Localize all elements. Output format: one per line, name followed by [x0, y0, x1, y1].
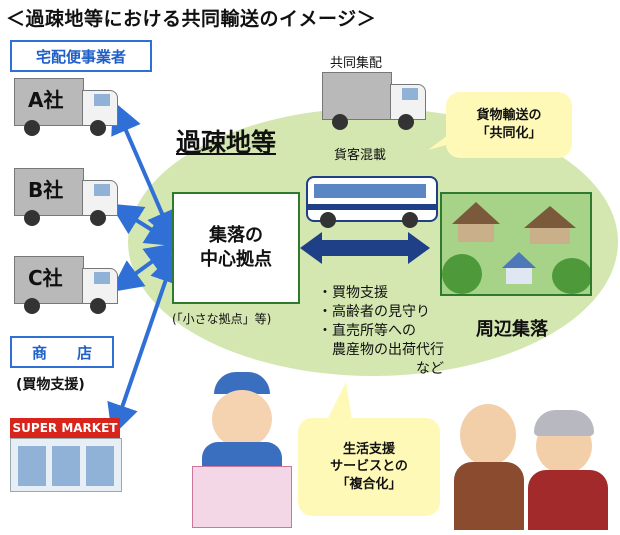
joint-delivery-label: 共同集配 — [330, 56, 383, 71]
joint-delivery-truck — [322, 72, 428, 136]
area-title: 過疎地等 — [176, 128, 277, 157]
delivery-worker-illustration — [192, 372, 292, 530]
callout-top-line-2: 「共同化」 — [476, 126, 542, 141]
small-base-note: (「小さな拠点」等) — [172, 312, 272, 326]
arrow-shop-to-center — [107, 250, 181, 437]
callout-top-line-1: 貨物輸送の — [476, 108, 542, 124]
callout-joint-transport: 貨物輸送の 「共同化」 — [446, 92, 572, 158]
surrounding-village-image — [440, 192, 592, 296]
services-list: ・買物支援 ・高齢者の見守り ・直売所等への 農産物の出荷代行 など — [318, 284, 444, 379]
truck-c: C社 — [14, 256, 120, 320]
callout-top-tail — [428, 132, 452, 150]
service-item: ・直売所等への — [318, 323, 416, 339]
service-item: ・買物支援 — [318, 285, 388, 301]
truck-b: B社 — [14, 168, 120, 232]
hub-line-2: 中心拠点 — [200, 249, 272, 270]
bus-icon — [306, 176, 438, 228]
center-village-arrow — [300, 232, 430, 264]
callout-life-support: 生活支援 サービスとの 「複合化」 — [298, 418, 440, 516]
shop-subtitle: (買物支援) — [16, 377, 85, 393]
callout-bottom-line-1: 生活支援 — [342, 441, 395, 457]
elderly-couple-illustration — [454, 400, 614, 530]
shop-header: 商 店 — [10, 336, 114, 368]
arrow-b-to-center — [109, 203, 179, 247]
arrow-c-to-center — [110, 242, 178, 293]
service-item: など — [318, 361, 444, 377]
callout-bottom-line-2: サービスとの — [330, 459, 408, 475]
delivery-companies-header: 宅配便事業者 — [10, 40, 152, 72]
village-label: 周辺集落 — [476, 319, 548, 340]
supermarket-sign: SUPER MARKET — [10, 418, 120, 438]
service-item: 農産物の出荷代行 — [318, 342, 444, 358]
hub-line-1: 集落の — [209, 224, 263, 246]
truck-a-label: A社 — [28, 88, 64, 112]
callout-bottom-tail — [326, 382, 352, 422]
truck-c-label: C社 — [28, 266, 63, 290]
supermarket-building: SUPER MARKET — [10, 418, 122, 492]
cargo-mixing-label: 貨客混載 — [334, 148, 387, 163]
truck-a: A社 — [14, 78, 120, 142]
service-item: ・高齢者の見守り — [318, 304, 430, 320]
village-center-hub: 集落の 中心拠点 — [172, 192, 300, 304]
truck-b-label: B社 — [28, 178, 64, 202]
page-title: ＜過疎地等における共同輸送のイメージ＞ — [6, 8, 377, 30]
callout-bottom-line-3: 「複合化」 — [336, 476, 402, 492]
